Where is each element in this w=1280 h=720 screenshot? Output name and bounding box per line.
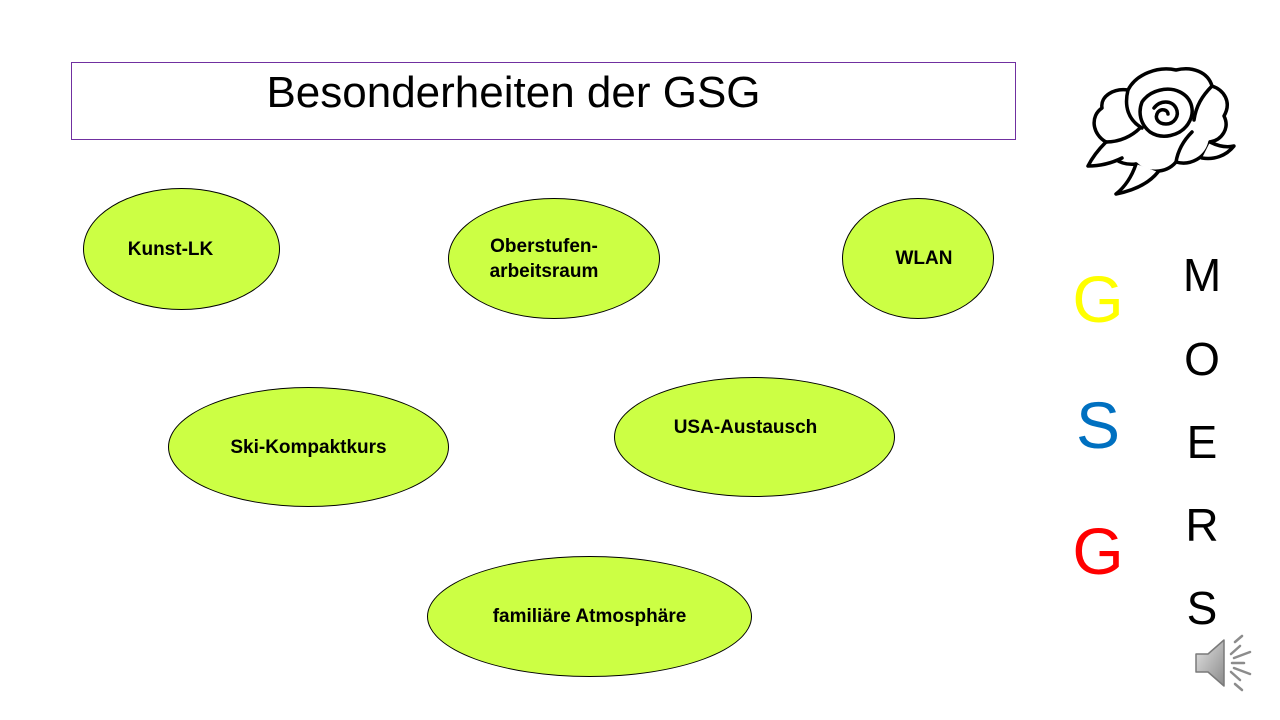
moers-letter-r: R — [1185, 499, 1219, 551]
bubble-oberstufenarbeitsraum-line2: arbeitsraum — [489, 260, 599, 282]
gsg-letter-g1: G — [1072, 262, 1124, 336]
bubble-kunst-lk[interactable]: Kunst-LK — [83, 188, 280, 310]
moers-letter-o: O — [1184, 333, 1220, 385]
gsg-letter-g2: G — [1072, 514, 1124, 588]
title-box: Besonderheiten der GSG — [71, 62, 1016, 140]
moers-letter-s: S — [1186, 582, 1218, 634]
bubble-familiaere-atmosphaere-label: familiäre Atmosphäre — [492, 606, 687, 627]
bubble-ski-kompaktkurs-label: Ski-Kompaktkurs — [230, 436, 387, 458]
bubble-oberstufenarbeitsraum[interactable]: Oberstufen- arbeitsraum — [448, 198, 660, 319]
page-title: Besonderheiten der GSG — [266, 68, 761, 117]
bubble-ski-kompaktkurs[interactable]: Ski-Kompaktkurs — [168, 387, 449, 507]
bubble-familiaere-atmosphaere[interactable]: familiäre Atmosphäre — [427, 556, 752, 677]
moers-letter-m: M — [1182, 249, 1222, 301]
bubble-usa-austausch-label: USA-Austausch — [673, 416, 818, 438]
gsg-letter-s: S — [1075, 388, 1121, 462]
bubble-kunst-lk-label: Kunst-LK — [127, 238, 214, 260]
bubble-oberstufenarbeitsraum-line1: Oberstufen- — [490, 235, 598, 257]
rose-icon — [1086, 67, 1236, 196]
moers-letter-e: E — [1186, 416, 1218, 468]
speaker-icon[interactable] — [1192, 632, 1256, 694]
bubble-wlan-label: WLAN — [895, 248, 953, 269]
bubble-wlan[interactable]: WLAN — [842, 198, 994, 319]
bubble-usa-austausch[interactable]: USA-Austausch — [614, 377, 895, 497]
bubble-oberstufenarbeitsraum-label: Oberstufen- arbeitsraum — [490, 234, 599, 284]
